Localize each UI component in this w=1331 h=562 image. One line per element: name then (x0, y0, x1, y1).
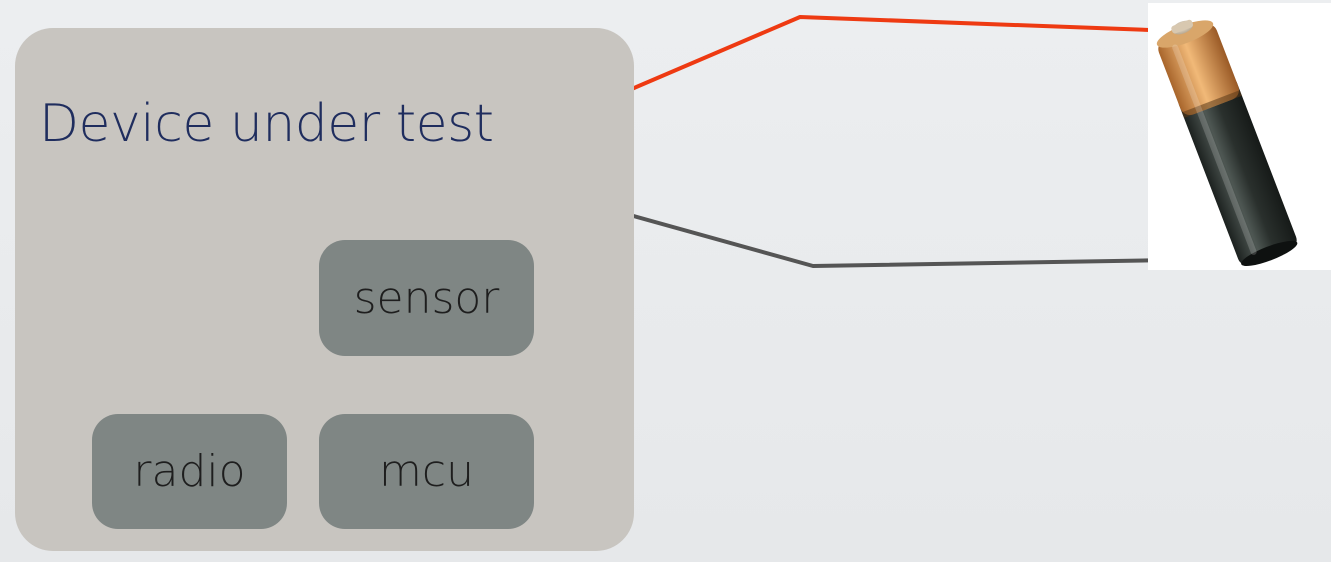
positive-wire (611, 15, 1205, 99)
battery-body (1178, 76, 1297, 266)
battery-image (1148, 3, 1331, 270)
device-title: Device under test (39, 94, 494, 154)
radio-component: radio (92, 414, 287, 529)
mcu-component: mcu (319, 414, 534, 529)
battery-terminal (1156, 20, 1214, 48)
sensor-component: sensor (319, 240, 534, 356)
aa-battery-icon (1156, 19, 1298, 267)
battery-cap (1158, 23, 1239, 116)
negative-wire (617, 210, 1234, 268)
